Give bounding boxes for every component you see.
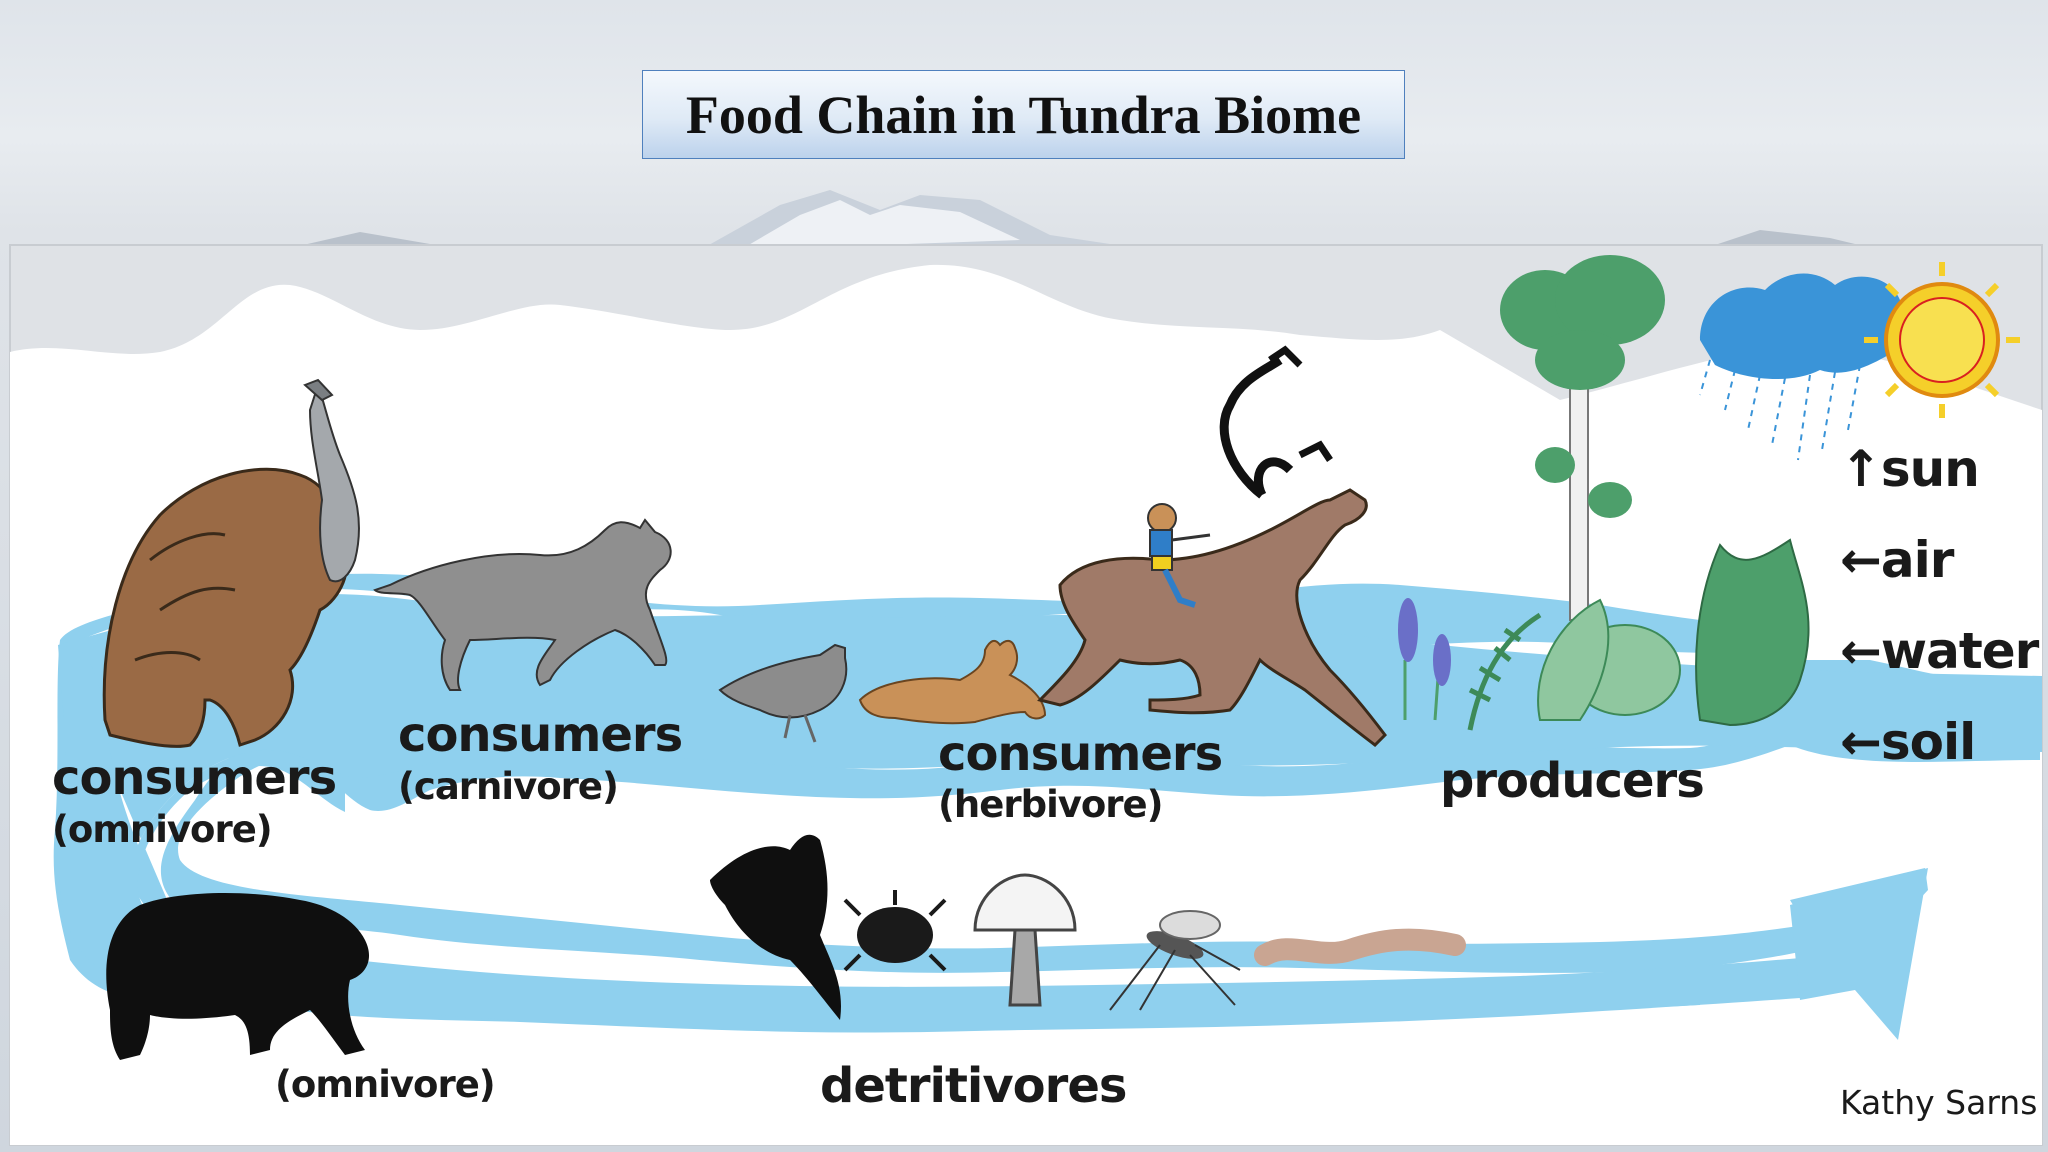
wolf-icon	[373, 518, 672, 691]
page-title: Food Chain in Tundra Biome	[685, 84, 1362, 145]
rain-cloud-icon	[1699, 273, 1916, 461]
label-consumers-omnivore: consumers	[52, 750, 337, 806]
label-producers: producers	[1440, 753, 1705, 809]
fern-icon	[1467, 612, 1542, 731]
resource-water: ←water	[1840, 622, 2039, 680]
black-bear-icon	[106, 893, 370, 1060]
label-omnivore-paren: (omnivore)	[52, 808, 273, 851]
beetle-icon	[843, 890, 947, 972]
label-consumers-carnivore: consumers	[398, 707, 683, 763]
sun-icon	[1864, 262, 2020, 418]
raven-icon	[710, 834, 841, 1020]
label-carnivore-paren: (carnivore)	[398, 765, 619, 808]
background-mountains	[290, 190, 1880, 250]
resource-sun: ↑sun	[1840, 440, 1980, 498]
river-arrow-head	[1790, 868, 1928, 1040]
mouse-rider-icon	[1147, 503, 1211, 608]
caribou-icon	[1037, 345, 1387, 747]
fish-icon	[303, 378, 361, 583]
hare-icon	[858, 639, 1047, 725]
mushroom-icon	[973, 873, 1077, 1007]
credit-signature: Kathy Sarns	[1840, 1083, 2038, 1122]
label-consumers-herbivore: consumers	[938, 726, 1223, 782]
label-detritivores: detritivores	[820, 1058, 1127, 1114]
title-box: Food Chain in Tundra Biome	[642, 70, 1405, 159]
worm-icon	[1254, 928, 1466, 966]
lupine-icon	[1398, 598, 1451, 721]
label-herbivore-paren: (herbivore)	[938, 783, 1164, 826]
birch-tree-icon	[1500, 255, 1665, 621]
mosquito-icon	[1109, 910, 1241, 1011]
resource-soil: ←soil	[1840, 713, 1976, 771]
label-omnivore-bottom: (omnivore)	[275, 1063, 496, 1106]
resource-air: ←air	[1840, 531, 1954, 589]
brown-bear-icon	[102, 467, 348, 748]
ptarmigan-icon	[718, 643, 848, 743]
shrub-icon	[1537, 538, 1810, 727]
